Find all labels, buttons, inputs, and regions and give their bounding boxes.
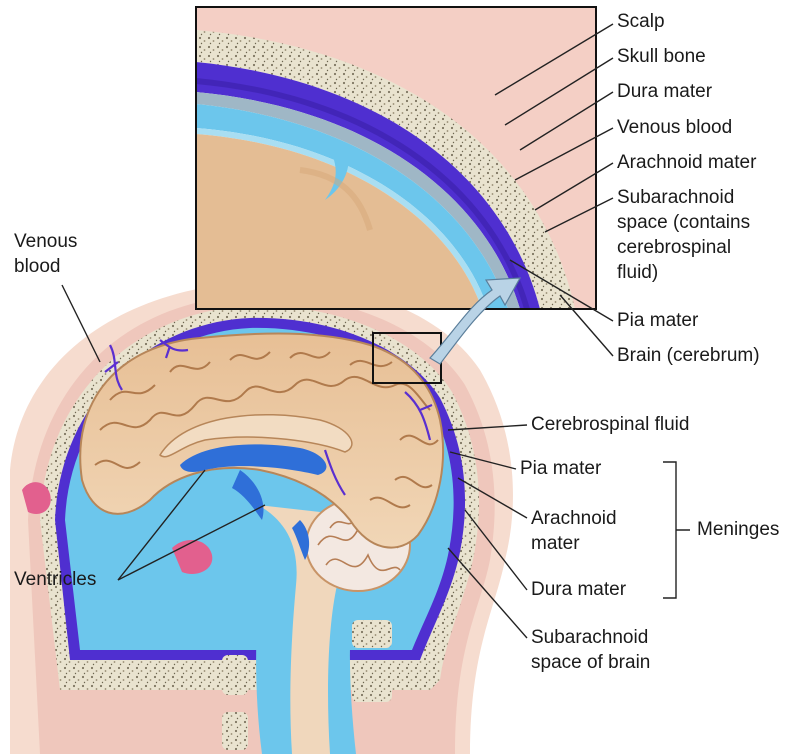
vertebra-3 <box>222 655 248 695</box>
label-subarachnoid-space-1: Subarachnoid <box>617 186 734 209</box>
label-dura-mater-top: Dura mater <box>617 80 712 103</box>
label-venous-blood-left-2: blood <box>14 255 61 278</box>
label-subarachnoid-space-4: fluid) <box>617 261 658 284</box>
label-brain-cerebrum: Brain (cerebrum) <box>617 344 760 367</box>
label-cerebrospinal-fluid: Cerebrospinal fluid <box>531 413 689 436</box>
label-subarachnoid-brain-1: Subarachnoid <box>531 626 648 649</box>
label-scalp: Scalp <box>617 10 665 33</box>
vertebra-4 <box>222 712 248 750</box>
label-subarachnoid-space-2: space (contains <box>617 211 750 234</box>
vertebra-2 <box>352 672 392 702</box>
label-venous-blood-top: Venous blood <box>617 116 732 139</box>
label-pia-mater-top: Pia mater <box>617 309 698 332</box>
label-subarachnoid-brain-2: space of brain <box>531 651 650 674</box>
label-skull-bone: Skull bone <box>617 45 706 68</box>
vertebra-1 <box>352 620 392 648</box>
label-arachnoid-mater-top: Arachnoid mater <box>617 151 756 174</box>
label-meninges: Meninges <box>697 518 779 541</box>
label-arachnoid-mater-2: mater <box>531 532 580 555</box>
label-dura-mater: Dura mater <box>531 578 626 601</box>
label-venous-blood-left-1: Venous <box>14 230 77 253</box>
label-subarachnoid-space-3: cerebrospinal <box>617 236 731 259</box>
inset-magnified-layers <box>196 7 596 309</box>
label-arachnoid-mater-1: Arachnoid <box>531 507 617 530</box>
label-ventricles: Ventricles <box>14 568 96 591</box>
label-pia-mater: Pia mater <box>520 457 601 480</box>
meninges-bracket <box>663 462 690 598</box>
